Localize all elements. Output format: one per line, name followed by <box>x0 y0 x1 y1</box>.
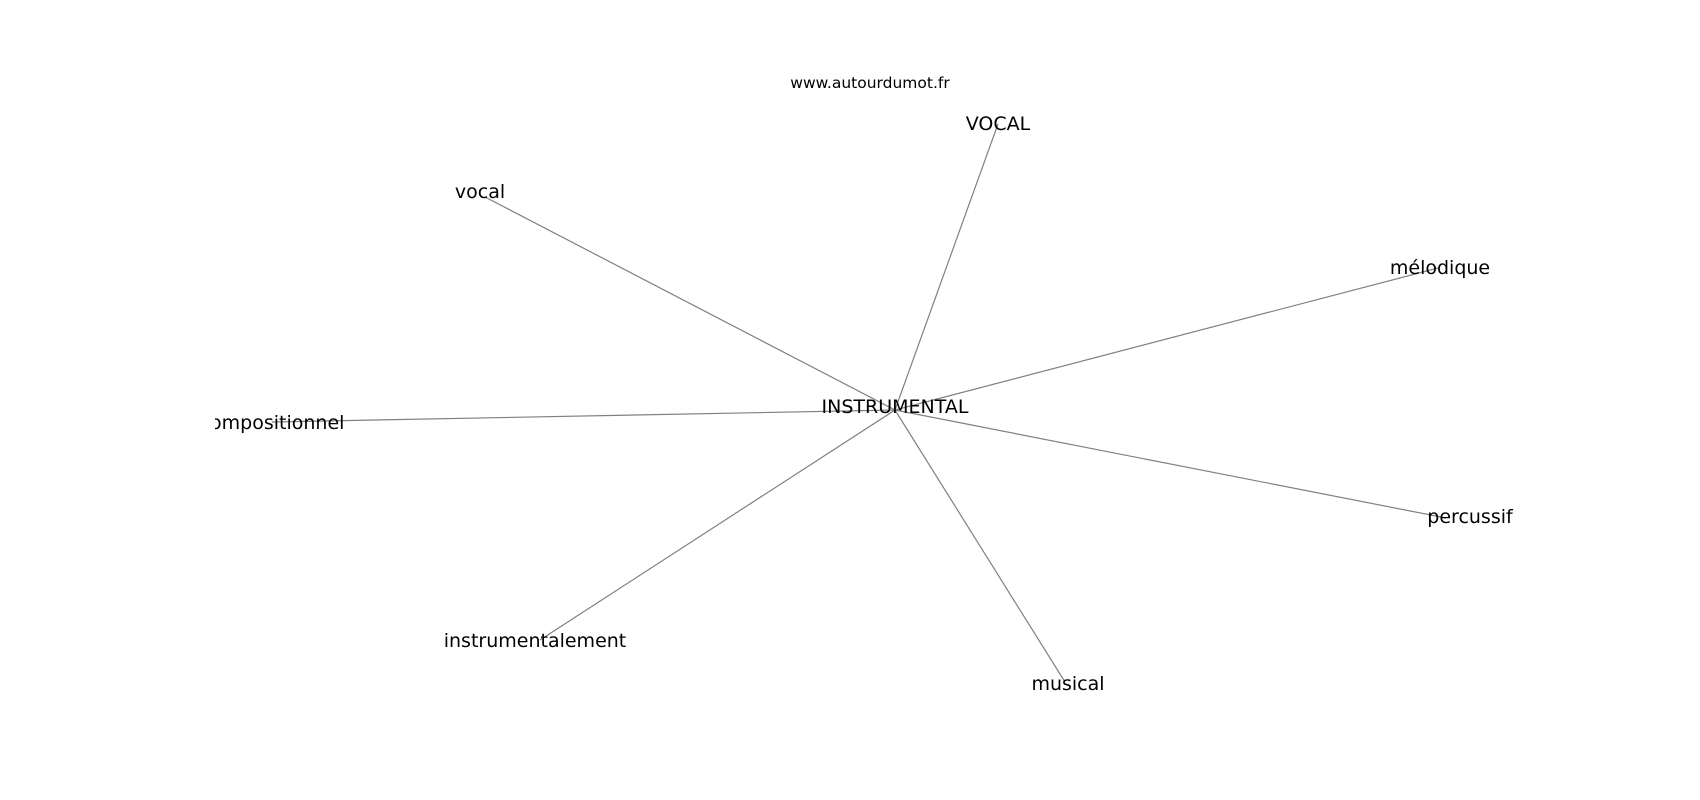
edge-musical <box>894 409 1066 683</box>
labels-layer: VOCAL vocal mélodique compositionnel percuss… <box>200 113 1514 695</box>
node-label-percussif[interactable]: percussif <box>1427 506 1514 528</box>
watermark-text: www.autourdumot.fr <box>790 74 950 92</box>
edge-compositionnel <box>271 409 896 423</box>
edge-instrumentalement <box>539 409 896 641</box>
node-label-compositionnel[interactable]: compositionnel <box>200 412 345 434</box>
center-node-label[interactable]: INSTRUMENTAL <box>822 396 969 418</box>
node-label-musical[interactable]: musical <box>1031 673 1104 695</box>
node-label-vocal[interactable]: vocal <box>455 181 505 203</box>
edge-vocal <box>484 196 896 411</box>
node-label-melodique[interactable]: mélodique <box>1390 257 1490 279</box>
edge-percussif <box>894 409 1447 519</box>
edges-layer <box>271 123 1447 683</box>
edge-vocal-upper <box>894 123 999 411</box>
edge-melodique <box>894 267 1439 411</box>
node-label-instrumentalement[interactable]: instrumentalement <box>444 630 627 652</box>
node-label-vocal-upper[interactable]: VOCAL <box>966 113 1031 135</box>
